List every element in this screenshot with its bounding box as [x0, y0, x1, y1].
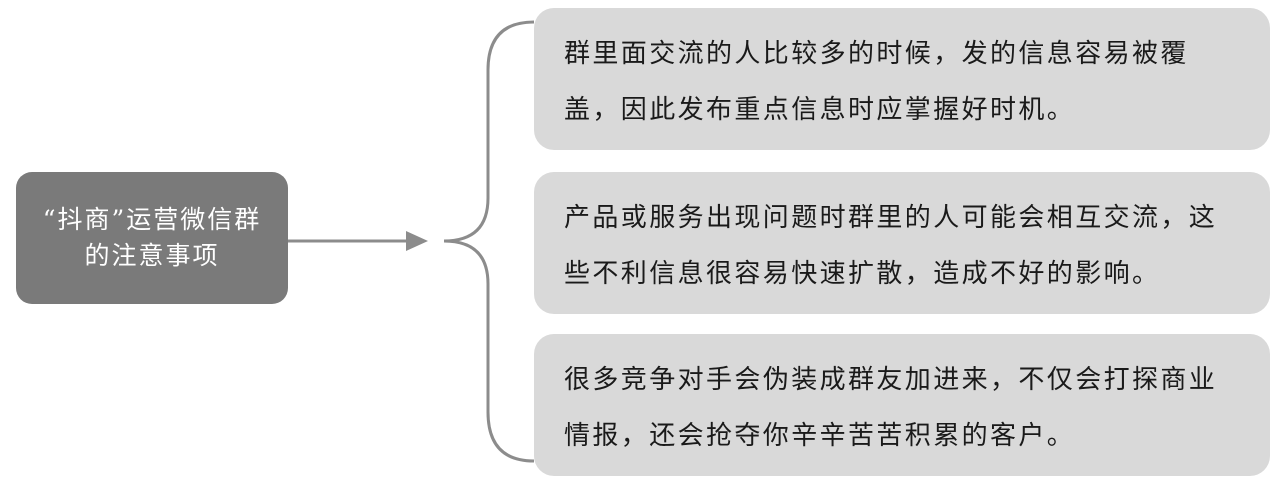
branch-2: 产品或服务出现问题时群里的人可能会相互交流，这些不利信息很容易快速扩散，造成不好…	[534, 172, 1270, 314]
branch-1-text: 群里面交流的人比较多的时候，发的信息容易被覆盖，因此发布重点信息时应掌握好时机。	[564, 39, 1189, 125]
connector-brace	[443, 20, 535, 463]
connector-arrow-head	[406, 231, 428, 251]
branch-3: 很多竞争对手会伪装成群友加进来，不仅会打探商业情报，还会抢夺你辛辛苦苦积累的客户…	[534, 334, 1270, 476]
branch-2-text: 产品或服务出现问题时群里的人可能会相互交流，这些不利信息很容易快速扩散，造成不好…	[564, 203, 1218, 289]
branch-1: 群里面交流的人比较多的时候，发的信息容易被覆盖，因此发布重点信息时应掌握好时机。	[534, 8, 1270, 150]
root-node: “抖商”运营微信群 的注意事项	[16, 172, 288, 304]
branch-3-text: 很多竞争对手会伪装成群友加进来，不仅会打探商业情报，还会抢夺你辛辛苦苦积累的客户…	[564, 365, 1218, 451]
root-label: “抖商”运营微信群 的注意事项	[42, 205, 262, 270]
